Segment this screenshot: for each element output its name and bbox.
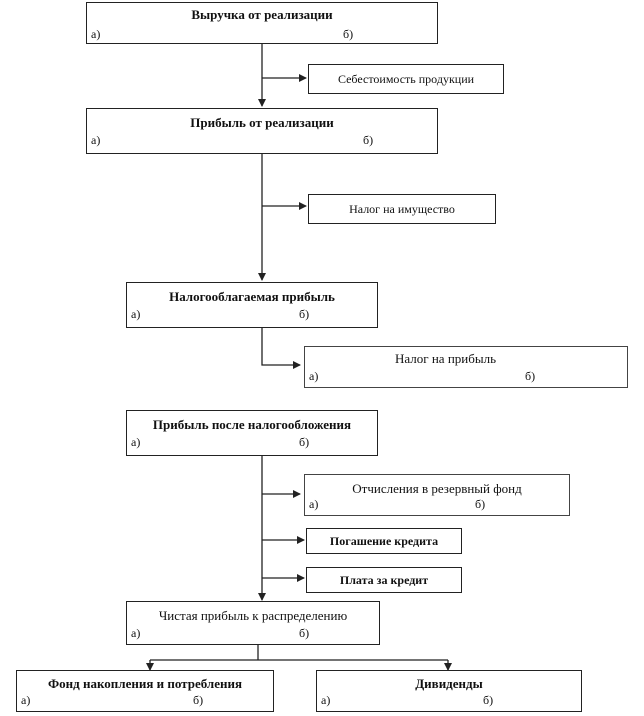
revenue-a-label: а) [91,27,101,41]
loan-fee-box: Плата за кредит [306,567,462,593]
cost-title: Себестоимость продукции [337,72,475,86]
revenue-b-label: б) [343,27,354,41]
reserve-b-label: б) [475,497,486,511]
property-tax-title: Налог на имущество [349,202,455,216]
dividends-box: Дивиденды а) б) [316,670,582,712]
dividends-b-label: б) [483,693,494,707]
loan-fee-title: Плата за кредит [339,573,429,587]
profit-tax-b-label: б) [525,369,536,383]
profit-tax-box: Налог на прибыль а) б) [304,346,628,388]
arrow-to-profit-tax [261,327,301,369]
taxable-profit-title: Налогооблагаемая прибыль [169,289,335,304]
fund-a-label: а) [21,693,31,707]
reserve-a-label: а) [309,497,319,511]
taxable-profit-b-label: б) [299,307,310,321]
cost-box: Себестоимость продукции [308,64,504,94]
after-tax-a-label: а) [131,435,141,449]
net-profit-title: Чистая прибыль к распределению [158,608,348,623]
sales-profit-title: Прибыль от реализации [190,115,334,130]
loan-repay-title: Погашение кредита [329,534,439,548]
sales-profit-box: Прибыль от реализации а) б) [86,108,438,154]
sales-profit-b-label: б) [363,133,374,147]
reserve-title: Отчисления в резервный фонд [352,481,522,496]
reserve-box: Отчисления в резервный фонд а) б) [304,474,570,516]
dividends-title: Дивиденды [415,676,483,691]
net-profit-box: Чистая прибыль к распределению а) б) [126,601,380,645]
net-profit-b-label: б) [299,626,310,640]
fund-b-label: б) [193,693,204,707]
revenue-box: Выручка от реализации а) б) [86,2,438,44]
loan-repay-box: Погашение кредита [306,528,462,554]
fund-box: Фонд накопления и потребления а) б) [16,670,274,712]
after-tax-b-label: б) [299,435,310,449]
dividends-a-label: а) [321,693,331,707]
taxable-profit-box: Налогооблагаемая прибыль а) б) [126,282,378,328]
after-tax-box: Прибыль после налогообложения а) б) [126,410,378,456]
profit-tax-a-label: а) [309,369,319,383]
sales-profit-a-label: а) [91,133,101,147]
fund-title: Фонд накопления и потребления [48,676,242,691]
after-tax-title: Прибыль после налогообложения [152,417,352,432]
profit-tax-title: Налог на прибыль [395,351,496,366]
revenue-title: Выручка от реализации [191,7,333,22]
net-profit-a-label: а) [131,626,141,640]
taxable-profit-a-label: а) [131,307,141,321]
property-tax-box: Налог на имущество [308,194,496,224]
